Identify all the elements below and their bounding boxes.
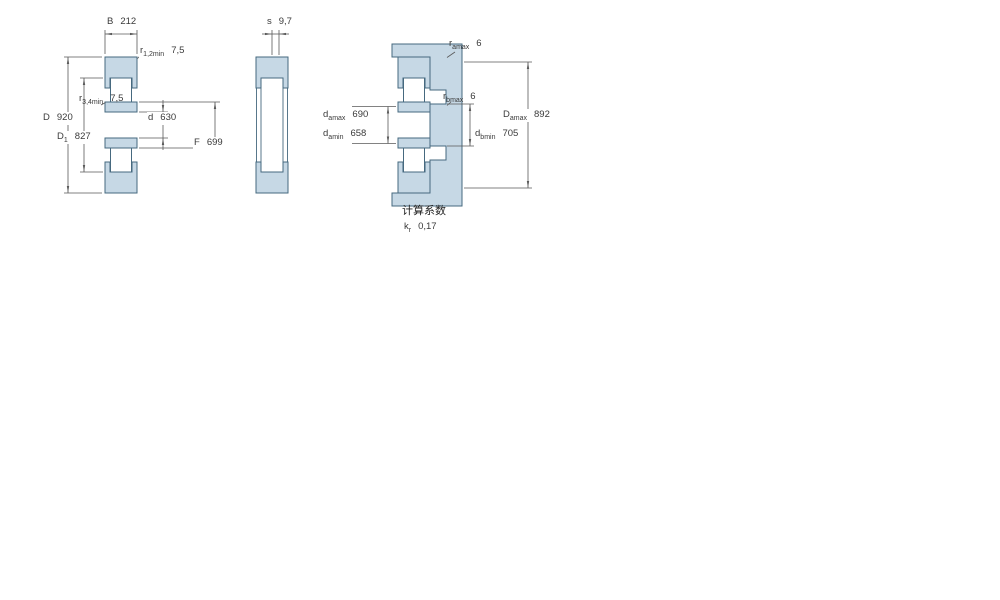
mounting-roller-bottom — [403, 147, 425, 173]
dim-value: 7,5 — [171, 45, 185, 56]
dim-subscript: 1 — [63, 136, 68, 144]
ring-section-bottom — [255, 161, 289, 194]
dim-symbol: r — [79, 93, 83, 104]
ring-section-top — [255, 56, 289, 89]
dim-symbol: F — [194, 137, 200, 148]
view-mounting-section — [352, 43, 532, 207]
dim-label-F: F 699 — [193, 137, 224, 150]
dim-subscript: amax — [328, 114, 346, 122]
factor-symbol: k — [404, 221, 409, 232]
dim-value: 892 — [534, 109, 550, 120]
dim-value: 6 — [470, 91, 476, 102]
dim-symbol: r — [443, 91, 447, 102]
dim-symbol: D — [43, 112, 50, 123]
dim-subscript: bmin — [480, 133, 496, 141]
dim-subscript: bmax — [446, 96, 464, 104]
dim-value: 827 — [74, 131, 91, 142]
dim-subscript: amax — [452, 43, 470, 51]
dim-ext-D — [64, 56, 102, 194]
factor-value: 0,17 — [418, 221, 437, 232]
dim-symbol: B — [107, 16, 114, 27]
dim-subscript: 1,2min — [143, 50, 165, 58]
outer-ring-bottom — [104, 161, 138, 194]
dim-value: 7,5 — [110, 93, 124, 104]
dim-subscript: amin — [328, 133, 344, 141]
dim-symbol: D — [57, 131, 64, 142]
mounting-roller-top — [403, 77, 425, 103]
dim-value: 6 — [476, 38, 482, 49]
dim-subscript: 3,4min — [82, 98, 104, 106]
dim-label-ra: ramax 6 — [448, 38, 483, 51]
dim-symbol: r — [140, 45, 144, 56]
dim-label-s: s 9,7 — [266, 16, 293, 29]
dim-symbol: s — [267, 16, 272, 27]
inner-ring-top — [104, 101, 138, 113]
dim-value: 705 — [502, 128, 519, 139]
dim-label-damax: damax 690 — [322, 109, 370, 122]
dim-symbol: d — [148, 112, 154, 123]
dim-label-rb: rbmax 6 — [442, 91, 477, 104]
roller-bottom — [110, 147, 132, 173]
leader-r34 — [100, 102, 106, 106]
dim-label-D1: D1 827 — [56, 131, 92, 144]
mounting-inner-ring-bottom — [397, 137, 431, 149]
dim-label-dbmin: dbmin 705 — [474, 128, 520, 141]
dim-symbol: d — [475, 128, 481, 139]
calculation-factors-heading: 计算系数 — [402, 205, 446, 217]
dim-value: 630 — [160, 112, 177, 123]
inner-ring-bottom — [104, 137, 138, 149]
dim-symbol: D — [503, 109, 510, 120]
factor-label-kr: kr 0,17 — [403, 221, 438, 234]
dim-label-Damax: Damax 892 — [502, 109, 551, 122]
view-side-section — [255, 30, 289, 194]
dim-subscript: amax — [509, 114, 527, 122]
dim-ext-Da — [464, 61, 532, 189]
leader-ra — [446, 51, 456, 58]
dim-label-r34: r3,4min 7,5 — [78, 93, 124, 106]
dim-value: 690 — [352, 109, 369, 120]
dim-value: 699 — [206, 137, 223, 148]
dim-label-D: D 920 — [42, 112, 74, 125]
dim-label-B: B 212 — [106, 16, 138, 29]
dim-label-r12: r1,2min 7,5 — [139, 45, 186, 58]
dim-label-d: d 630 — [147, 112, 178, 125]
mounting-inner-ring-top — [397, 101, 431, 113]
mounting-outer-ring-bottom — [397, 161, 431, 194]
dim-symbol: d — [323, 128, 329, 139]
dim-value: 9,7 — [278, 16, 292, 27]
dim-label-damin: damin 658 — [322, 128, 368, 141]
factor-subscript: r — [408, 226, 412, 234]
bore-silhouette-lines — [256, 88, 288, 162]
view-front-section — [64, 30, 220, 194]
dim-value: 212 — [120, 16, 137, 27]
dim-symbol: r — [449, 38, 453, 49]
dim-value: 920 — [56, 112, 73, 123]
dim-value: 658 — [350, 128, 367, 139]
dim-symbol: d — [323, 109, 329, 120]
